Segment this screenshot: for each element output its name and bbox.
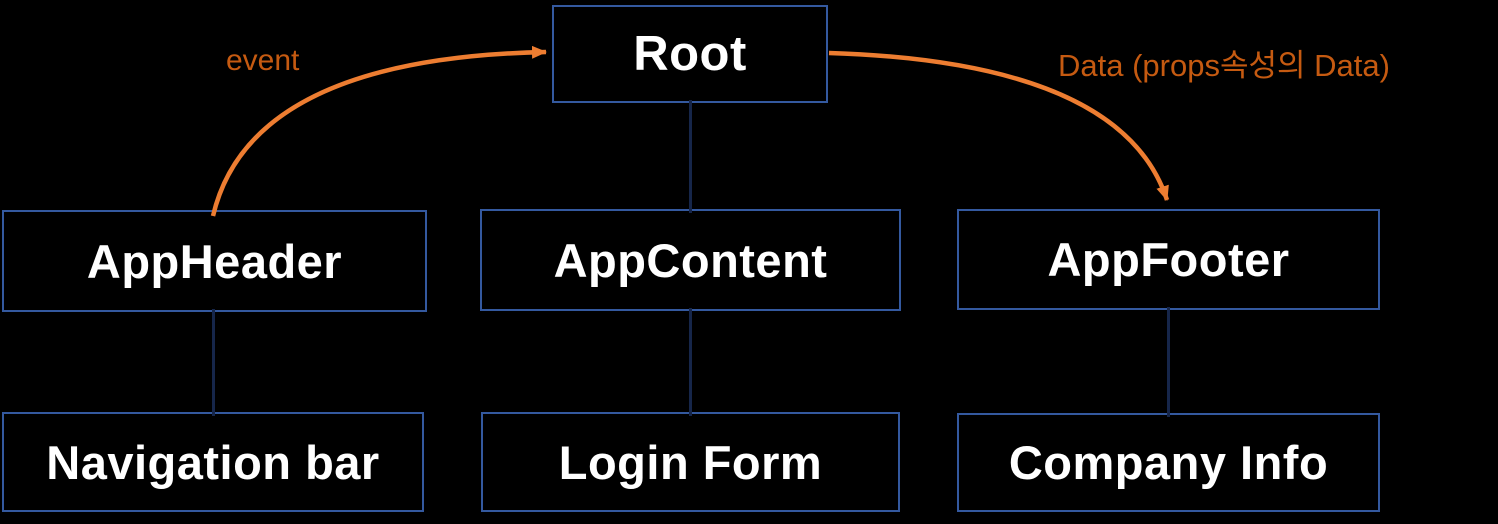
node-navigation-bar-label: Navigation bar bbox=[46, 435, 380, 489]
node-root: Root bbox=[552, 5, 828, 103]
node-login-form-label: Login Form bbox=[558, 435, 823, 489]
data-arrow-label: Data (props속성의 Data) bbox=[1058, 48, 1390, 83]
node-app-footer-label: AppFooter bbox=[1047, 233, 1290, 286]
node-app-footer: AppFooter bbox=[957, 209, 1380, 310]
node-login-form: Login Form bbox=[481, 412, 900, 512]
node-app-content: AppContent bbox=[480, 209, 901, 311]
node-app-header-label: AppHeader bbox=[86, 234, 343, 288]
node-company-info-label: Company Info bbox=[1008, 436, 1329, 489]
node-root-label: Root bbox=[633, 27, 747, 81]
node-navigation-bar: Navigation bar bbox=[2, 412, 424, 512]
event-arrow-label: event bbox=[226, 44, 300, 77]
node-app-content-label: AppContent bbox=[553, 233, 828, 287]
node-app-header: AppHeader bbox=[2, 210, 427, 312]
node-company-info: Company Info bbox=[957, 413, 1380, 512]
